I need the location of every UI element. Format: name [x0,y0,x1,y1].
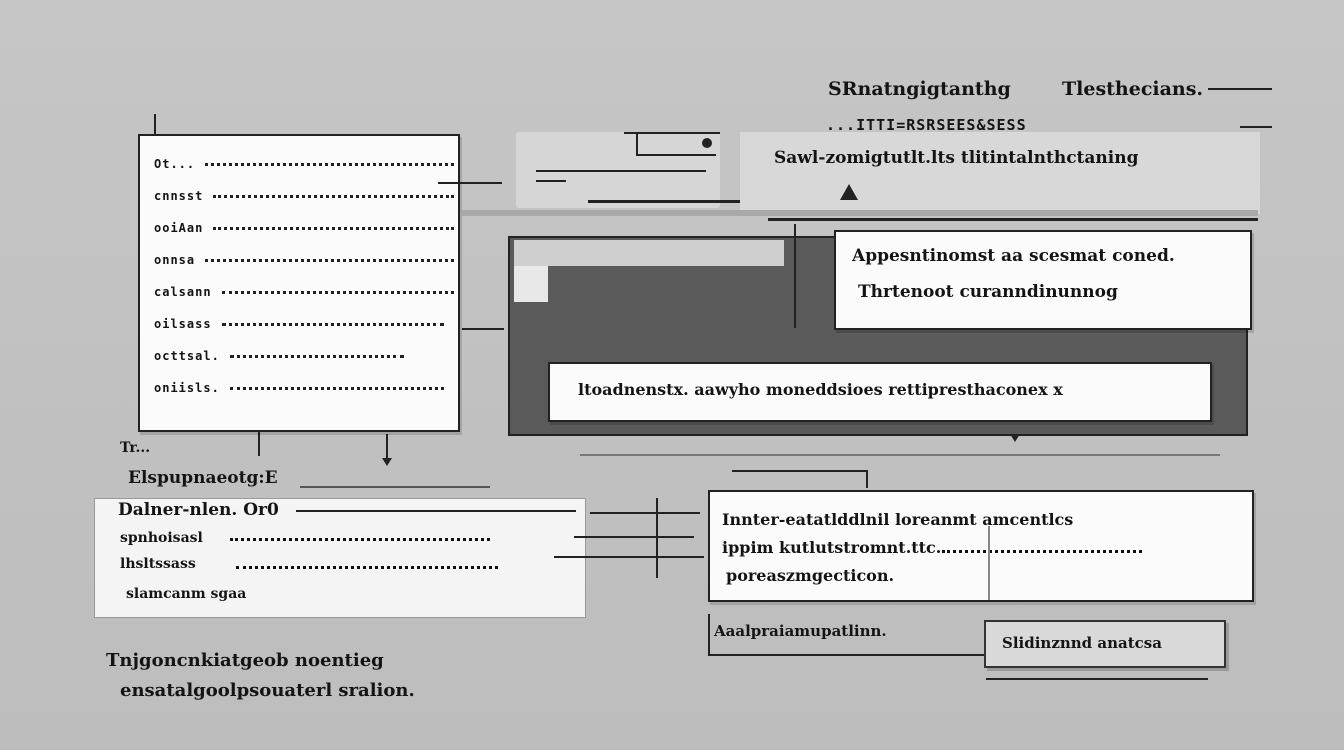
right-panel-tab [732,470,868,472]
info-bar-arrow-icon [1010,434,1020,442]
header-title-left: SRnatngigtanthg [828,78,1011,100]
list-item-label: cnnsst [154,189,204,203]
list-item-label: onnsa [154,253,196,267]
list-item[interactable]: ooiAan [154,218,454,238]
caption-line-1: Tnjgoncnkiatgeob noentieg [106,650,384,671]
form-heading-rule [300,486,490,488]
list-item[interactable]: octtsal. [154,346,404,366]
list-item-label: octtsal. [154,349,220,363]
form-connector-1 [258,430,260,456]
toolbar-low-line [536,170,706,172]
list-item[interactable]: Ot... [154,154,454,174]
bottom-frame-left [708,614,710,654]
list-item-label: Ot... [154,157,196,171]
list-item-label: ooiAan [154,221,204,235]
main-pane-frame [462,210,1258,216]
bottom-action-button[interactable]: Slidinznnd anatcsa [984,620,1226,668]
main-pane-topbar [514,240,784,266]
cursor-icon[interactable] [840,184,858,200]
list-item-dots [205,162,454,166]
form-label-2[interactable]: Dalner-nlen. Or0 [118,500,279,520]
form-line-3: spnhoisasl [120,530,203,546]
right-panel-line-1: Innter-eatatlddlnil loreanmt amcentlcs [722,510,1074,529]
right-panel-tab-v [866,470,868,488]
list-item[interactable]: onnsa [154,250,454,270]
right-panel-line-2: ippim kutlutstromnt.ttc. [722,538,942,557]
toolbar-mid-line [636,154,716,156]
form-label-2-rule [296,510,576,512]
detail-line-2: Thrtenoot curanndinunnog [858,282,1118,302]
list-item-dots [221,322,444,326]
right-panel: Innter-eatatlddlnil loreanmt amcentlcs i… [708,490,1254,602]
list-item-label: oilsass [154,317,212,331]
toolbar-dot-icon [702,138,712,148]
bottom-action-button-label: Slidinznnd anatcsa [1002,634,1162,652]
list-item-dots [213,226,454,230]
list-item-label: oniisls. [154,381,220,395]
detail-card: Appesntinomst aa scesmat coned. Thrtenoo… [834,230,1252,330]
bottom-frame-line [708,654,988,656]
list-panel-marker [154,114,156,150]
list-item[interactable]: cnnsst [154,186,454,206]
form-heading: Elspupnaeotg:E [128,468,278,488]
form-connector-arrow-icon [382,458,392,466]
form-line-3-dots [230,538,490,541]
list-panel: Ot... cnnsst ooiAan onnsa calsann oilsas… [138,134,460,432]
list-item-dots [205,258,454,262]
list-item-dots [229,354,404,358]
toolbar-top-line [624,132,720,134]
form-line-4-dots [236,566,498,569]
list-connector-bottom [462,328,504,330]
form-line-5: slamcanm sgaa [126,586,247,602]
right-panel-line-2-dots [942,550,1142,553]
form-connector-b [574,536,694,538]
caption-line-2: ensatalgoolpsouaterl sralion. [120,680,415,701]
form-connector-d [656,498,658,578]
list-connector-top [438,182,502,184]
form-connector-c [554,556,704,558]
info-bar[interactable]: ltoadnenstx. aawyho moneddsioes rettipre… [548,362,1212,422]
detail-line-1: Appesntinomst aa scesmat coned. [852,246,1175,266]
detail-connector [794,224,796,328]
toolbar-low-line-2 [536,180,566,182]
header-sub-rule [1240,126,1272,128]
form-panel [94,498,586,618]
right-panel-divider [988,526,990,600]
header-rule [1208,88,1272,90]
list-item[interactable]: calsann [154,282,454,302]
form-line-4: lhsltssass [120,556,196,572]
main-pane-rule [768,218,1258,221]
header-title-right: Tlesthecians. [1062,78,1204,100]
main-pane-sidebar [514,266,548,302]
list-item[interactable]: oniisls. [154,378,444,398]
right-panel-line-3: poreaszmgecticon. [726,566,895,585]
list-item[interactable]: oilsass [154,314,444,334]
bottom-label: Aaalpraiamupatlinn. [714,622,887,640]
toolbar-connector [636,134,638,154]
info-bar-under-rule [580,454,1220,456]
list-item-dots [229,386,444,390]
secondary-label: Sawl-zomigtutlt.lts tlitintalnthctaning [774,148,1139,168]
toolbar-base-line [588,200,868,203]
list-item-dots [221,290,454,294]
list-item-dots [213,194,454,198]
list-item-label: calsann [154,285,212,299]
bottom-under-line [986,678,1208,680]
form-connector-2 [386,434,388,460]
form-label-top: Tr... [120,440,151,456]
form-connector-a [590,512,700,514]
secondary-label-box [740,132,1260,214]
info-bar-text: ltoadnenstx. aawyho moneddsioes rettipre… [578,380,1063,399]
header-sub-dashes: ...ITTI=RSRSEES&SESS [826,116,1027,134]
